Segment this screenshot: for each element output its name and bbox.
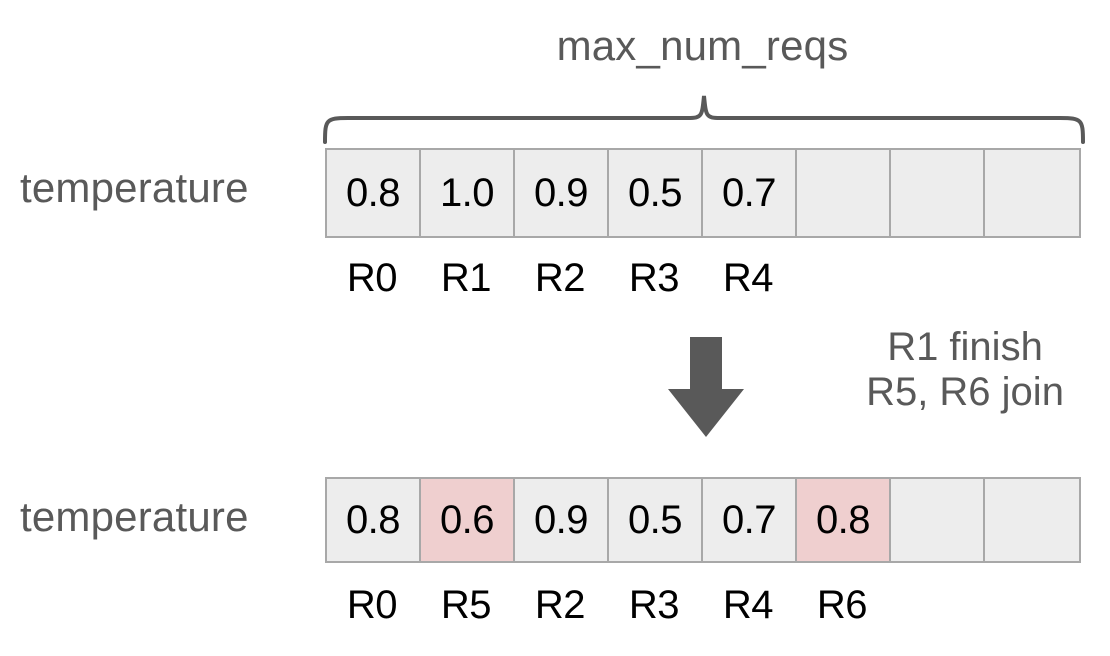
before-buffer-grid: 0.8 1.0 0.9 0.5 0.7 [325, 148, 1081, 238]
before-request-id-0: R0 [346, 256, 398, 300]
before-cell-0: 0.8 [327, 150, 421, 236]
after-request-id-7 [983, 583, 1077, 628]
after-request-id-3: R3 [628, 583, 680, 627]
after-cell-4: 0.7 [703, 479, 797, 561]
max-num-reqs-caption: max_num_reqs [556, 22, 849, 69]
before-cell-1: 1.0 [421, 150, 515, 236]
after-request-id-5: R6 [816, 583, 868, 627]
after-cell-6 [891, 479, 985, 561]
after-request-id-6 [889, 583, 983, 628]
after-request-id-1: R5 [440, 583, 492, 627]
before-request-id-row: R0 R1 R2 R3 R4 [325, 256, 1077, 301]
transition-note: R1 finish R5, R6 join [830, 325, 1100, 415]
transition-note-line-1: R1 finish [887, 325, 1043, 369]
after-cell-3: 0.5 [609, 479, 703, 561]
after-request-id-0: R0 [346, 583, 398, 627]
before-request-id-3: R3 [628, 256, 680, 300]
before-row-label: temperature [20, 164, 249, 211]
after-request-id-4: R4 [722, 583, 774, 627]
after-buffer-grid: 0.8 0.6 0.9 0.5 0.7 0.8 [325, 477, 1081, 563]
capacity-brace [318, 92, 1090, 144]
after-cell-7 [985, 479, 1079, 561]
transition-arrow [668, 337, 744, 437]
before-cell-2: 0.9 [515, 150, 609, 236]
after-request-id-row: R0 R5 R2 R3 R4 R6 [325, 583, 1077, 628]
before-request-id-5 [795, 256, 889, 301]
after-request-id-2: R2 [534, 583, 586, 627]
after-row-label: temperature [20, 493, 249, 540]
before-request-id-2: R2 [534, 256, 586, 300]
down-arrow-icon [668, 337, 744, 437]
capacity-brace-icon [323, 95, 1085, 144]
before-cell-7 [985, 150, 1079, 236]
before-cell-3: 0.5 [609, 150, 703, 236]
after-cell-5: 0.8 [797, 479, 891, 561]
before-request-id-4: R4 [722, 256, 774, 300]
after-cell-1: 0.6 [421, 479, 515, 561]
transition-note-line-2: R5, R6 join [866, 369, 1064, 414]
after-cell-0: 0.8 [327, 479, 421, 561]
before-request-id-7 [983, 256, 1077, 301]
after-cell-2: 0.9 [515, 479, 609, 561]
before-cell-5 [797, 150, 891, 236]
before-request-id-1: R1 [440, 256, 492, 300]
before-request-id-6 [889, 256, 983, 301]
before-cell-6 [891, 150, 985, 236]
before-cell-4: 0.7 [703, 150, 797, 236]
